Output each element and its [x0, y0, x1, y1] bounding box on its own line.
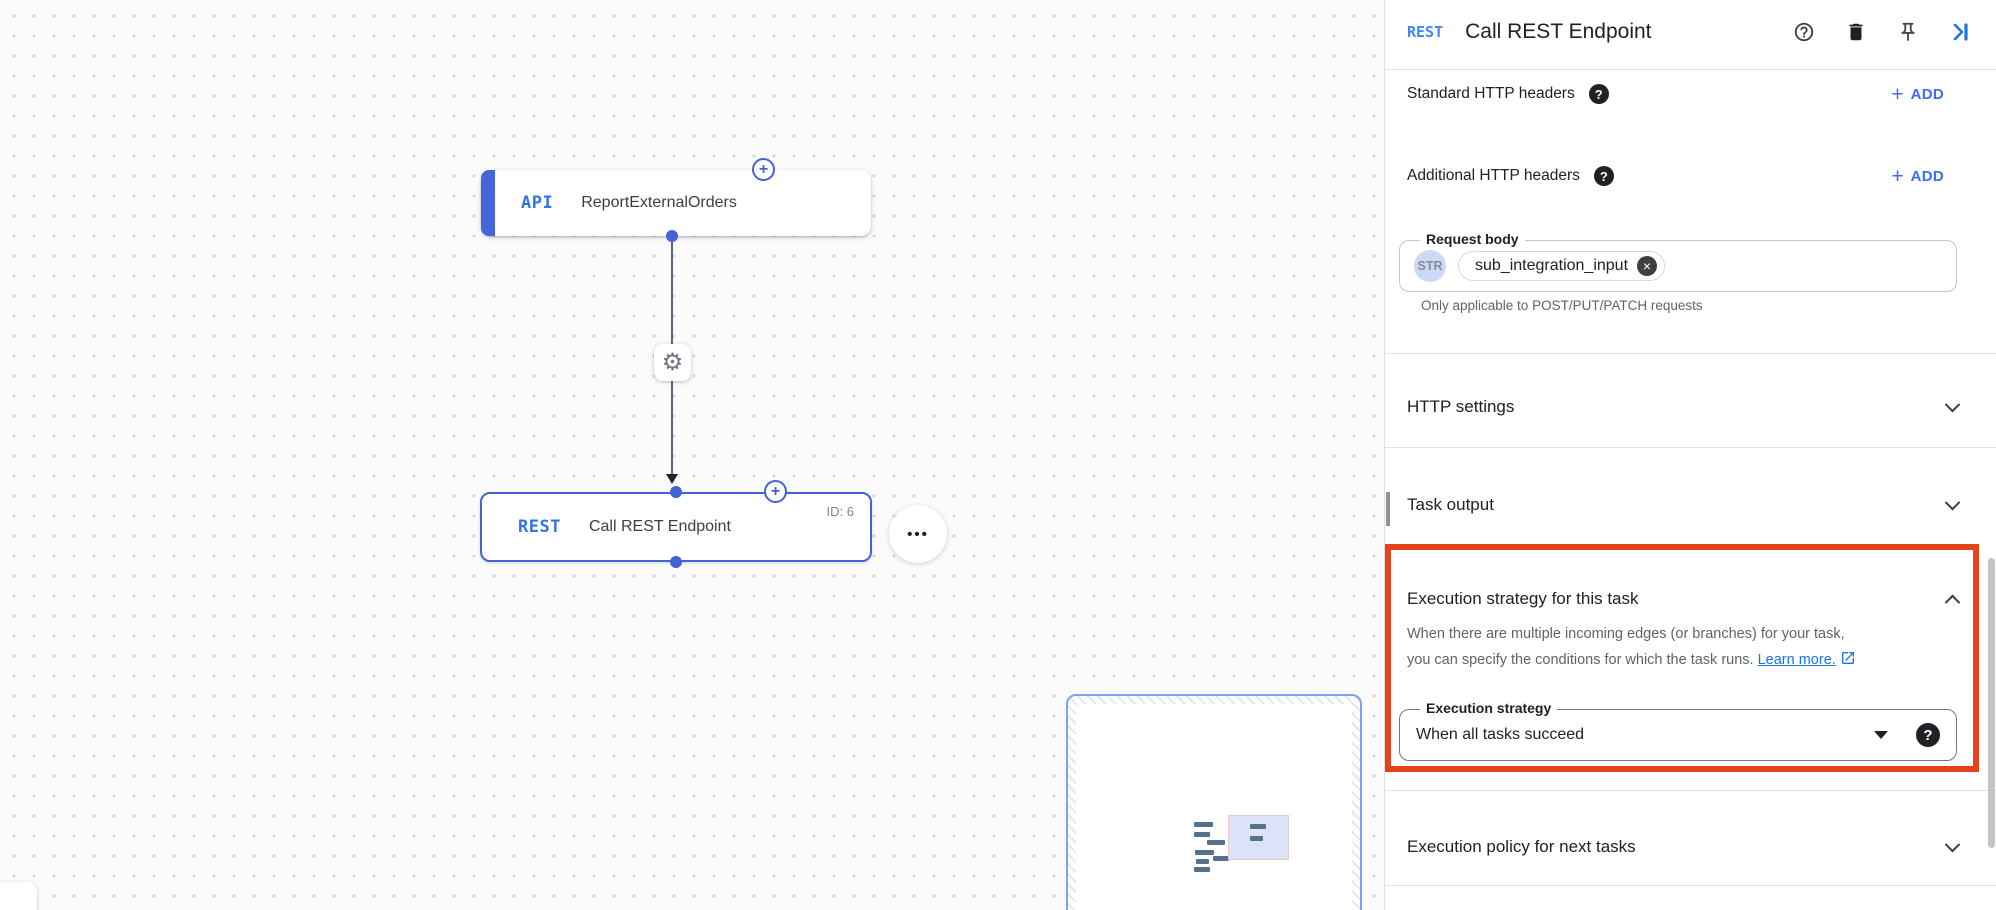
trigger-node-label: ReportExternalOrders	[581, 194, 737, 211]
plus-icon: +	[770, 482, 781, 500]
question-glyph: ?	[1599, 168, 1608, 184]
request-body-helper: Only applicable to POST/PUT/PATCH reques…	[1421, 298, 1703, 313]
rest-badge: REST	[518, 517, 561, 537]
execution-strategy-field-label: Execution strategy	[1420, 700, 1558, 716]
pin-icon[interactable]	[1896, 20, 1920, 44]
task-node[interactable]: REST Call REST Endpoint ID: 6	[480, 492, 872, 562]
section-execution-policy[interactable]: Execution policy for next tasks	[1385, 820, 1996, 874]
http-settings-label: HTTP settings	[1407, 397, 1515, 416]
variable-chip-label: sub_integration_input	[1475, 257, 1629, 274]
execution-strategy-title: Execution strategy for this task	[1407, 589, 1639, 608]
additional-headers-row: Additional HTTP headers ? + ADD	[1385, 152, 1996, 200]
task-config-panel: REST Call REST Endpoint Standard HTTP he…	[1384, 0, 1996, 910]
minimap-node-bar	[1194, 822, 1213, 827]
minimap-node-bar	[1213, 856, 1229, 861]
description-line1: When there are multiple incoming edges (…	[1407, 626, 1845, 642]
request-body-label: Request body	[1420, 231, 1525, 247]
divider	[1385, 447, 1996, 448]
trigger-accent-bar	[481, 170, 495, 236]
minimap-viewport[interactable]	[1228, 815, 1289, 860]
rest-badge: REST	[1407, 22, 1444, 41]
api-badge: API	[521, 193, 554, 213]
execution-policy-label: Execution policy for next tasks	[1407, 837, 1636, 856]
plus-icon: +	[758, 160, 769, 178]
external-link-icon[interactable]	[1840, 649, 1856, 675]
add-additional-header-button[interactable]: + ADD	[1891, 166, 1944, 187]
request-body-field[interactable]: Request body STR sub_integration_input ×	[1399, 231, 1957, 292]
task-output-port[interactable]	[670, 556, 682, 568]
panel-scrollbar[interactable]	[1988, 558, 1995, 848]
variable-chip[interactable]: sub_integration_input ×	[1458, 251, 1666, 281]
dropdown-caret-icon[interactable]	[1874, 731, 1888, 739]
question-glyph: ?	[1923, 726, 1933, 744]
close-glyph: ×	[1642, 258, 1652, 274]
add-button-label: ADD	[1910, 167, 1944, 185]
chevron-up-icon	[1944, 594, 1961, 610]
minimap-node-bar	[1196, 859, 1209, 864]
request-body-chips: STR sub_integration_input ×	[1400, 241, 1956, 291]
panel-title: Call REST Endpoint	[1465, 19, 1652, 43]
scroll-indicator	[1386, 492, 1390, 526]
minimap-node-bar	[1194, 832, 1210, 837]
help-icon[interactable]: ?	[1588, 84, 1609, 104]
collapse-panel-icon[interactable]	[1948, 20, 1972, 44]
task-input-port[interactable]	[670, 486, 682, 498]
add-edge-button-task[interactable]: +	[764, 480, 787, 503]
task-more-button[interactable]: •••	[889, 505, 947, 563]
execution-strategy-select[interactable]: Execution strategy When all tasks succee…	[1399, 700, 1957, 761]
standard-headers-row: Standard HTTP headers ? + ADD	[1385, 70, 1996, 118]
minimap-node-bar	[1207, 840, 1225, 845]
edge-gear-button[interactable]: ⚙	[654, 344, 691, 381]
section-task-output[interactable]: Task output	[1385, 478, 1996, 532]
section-http-settings[interactable]: HTTP settings	[1385, 380, 1996, 434]
divider	[1385, 790, 1996, 791]
task-node-id: ID: 6	[826, 504, 854, 519]
more-icon: •••	[907, 525, 929, 543]
delete-icon[interactable]	[1844, 20, 1868, 44]
help-icon[interactable]: ?	[1593, 166, 1614, 186]
plus-icon: +	[1891, 82, 1904, 106]
plus-icon: +	[1891, 164, 1904, 188]
additional-headers-label: Additional HTTP headers	[1407, 167, 1580, 184]
remove-variable-icon[interactable]: ×	[1637, 256, 1658, 276]
section-execution-strategy[interactable]: Execution strategy for this task	[1385, 572, 1996, 626]
add-standard-header-button[interactable]: + ADD	[1891, 84, 1944, 105]
task-node-label: Call REST Endpoint	[588, 518, 731, 535]
minimap-inner	[1076, 704, 1352, 910]
chevron-down-icon	[1944, 494, 1961, 510]
add-button-label: ADD	[1910, 85, 1944, 103]
task-output-label: Task output	[1407, 495, 1494, 514]
minimap-node-bar	[1194, 867, 1210, 872]
add-edge-button-trigger[interactable]: +	[752, 158, 775, 181]
execution-strategy-description: When there are multiple incoming edges (…	[1407, 621, 1952, 675]
chevron-down-icon	[1944, 396, 1961, 412]
execution-strategy-value: When all tasks succeed	[1416, 726, 1585, 743]
minimap[interactable]	[1066, 694, 1362, 910]
description-line2: you can specify the conditions for which…	[1407, 652, 1754, 668]
trigger-node[interactable]: API ReportExternalOrders	[481, 170, 871, 236]
workflow-canvas[interactable]: API ReportExternalOrders + ⚙ REST Call R…	[0, 0, 1384, 910]
string-type-chip: STR	[1414, 250, 1446, 282]
partial-node[interactable]: D: 7	[0, 882, 37, 910]
help-icon[interactable]: ?	[1916, 723, 1940, 747]
gear-icon: ⚙	[661, 348, 684, 376]
help-icon[interactable]	[1792, 20, 1816, 44]
divider	[1385, 885, 1996, 886]
divider	[1385, 353, 1996, 354]
standard-headers-label: Standard HTTP headers	[1407, 85, 1575, 102]
edge-arrowhead-icon	[666, 474, 678, 484]
chevron-down-icon	[1944, 836, 1961, 852]
minimap-node-bar	[1250, 824, 1266, 829]
trigger-output-port[interactable]	[666, 230, 678, 242]
learn-more-link[interactable]: Learn more.	[1757, 652, 1836, 668]
minimap-node-bar	[1250, 836, 1263, 841]
minimap-node-bar	[1195, 850, 1214, 855]
panel-header: REST Call REST Endpoint	[1385, 0, 1996, 70]
question-glyph: ?	[1594, 86, 1603, 102]
